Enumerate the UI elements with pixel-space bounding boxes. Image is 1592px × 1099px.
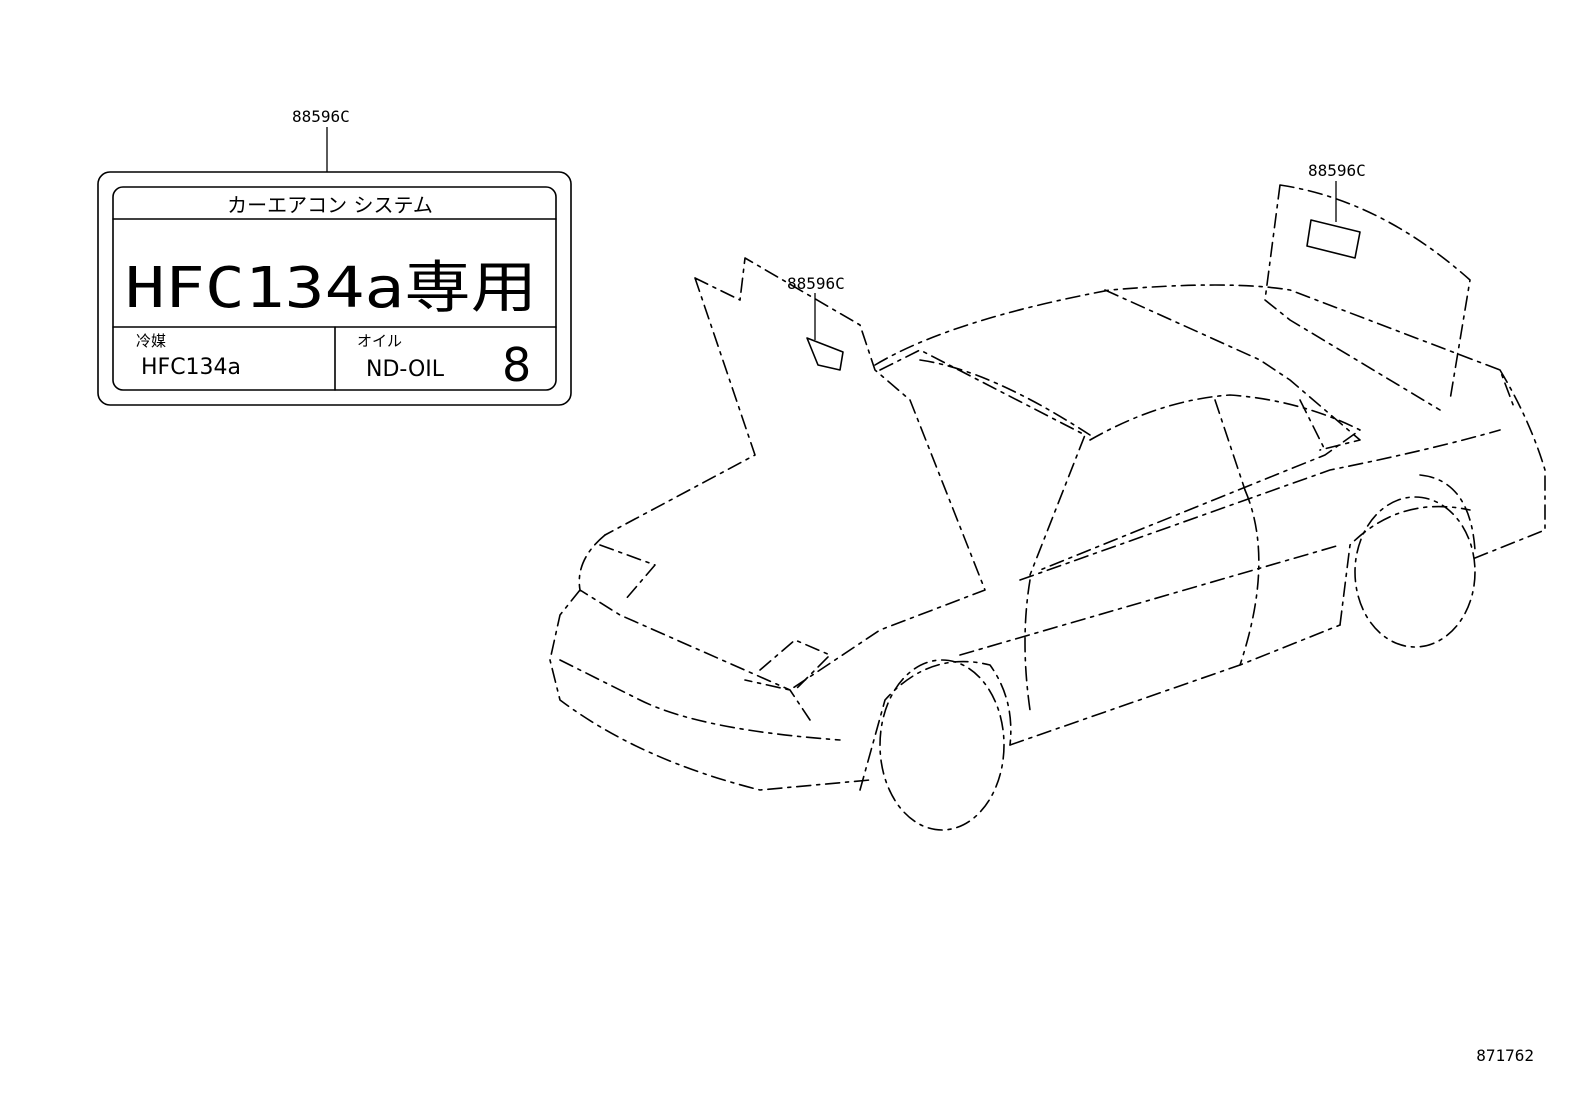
figure-number: 871762 — [1476, 1046, 1534, 1065]
label-header-text: カーエアコン システム — [227, 193, 433, 217]
rear-wheel-arch — [1339, 505, 1471, 626]
hood-callout-text: 88596C — [787, 274, 845, 293]
rocker-panel — [1009, 624, 1341, 746]
oil-value: ND-OIL — [366, 357, 445, 382]
trunk-callout-text: 88596C — [1308, 161, 1366, 180]
headlight — [599, 544, 831, 691]
oil-number: 8 — [502, 338, 531, 392]
side-window — [1039, 394, 1361, 571]
body-beltline — [959, 429, 1501, 656]
b-pillar — [1214, 399, 1246, 491]
rear-quarter — [1419, 369, 1546, 561]
hood-label-location — [806, 337, 844, 371]
ac-refrigerant-label: カーエアコン システム HFC134a専用 冷媒 HFC134a オイル ND-… — [97, 171, 572, 406]
car-outline — [549, 184, 1546, 831]
rear-wheel — [1354, 496, 1476, 648]
oil-heading: オイル — [357, 332, 402, 350]
trunk-label-location — [1306, 219, 1361, 259]
label-callout-text: 88596C — [292, 107, 350, 126]
front-nose — [549, 534, 871, 791]
refrigerant-heading: 冷媒 — [136, 332, 166, 350]
door-line — [1024, 489, 1260, 711]
c-pillar — [1299, 399, 1326, 451]
label-outer-border — [97, 171, 572, 406]
label-main-text: HFC134a専用 — [125, 256, 537, 321]
open-trunk-lid — [1264, 184, 1471, 411]
roof-inner-line — [1104, 289, 1361, 451]
bumper-lower — [559, 659, 841, 741]
refrigerant-value: HFC134a — [141, 355, 241, 380]
open-hood — [604, 257, 986, 691]
windshield — [879, 349, 1091, 576]
front-wheel-arch — [859, 660, 1012, 791]
front-wheel — [879, 659, 1005, 831]
roof-line — [874, 284, 1516, 411]
